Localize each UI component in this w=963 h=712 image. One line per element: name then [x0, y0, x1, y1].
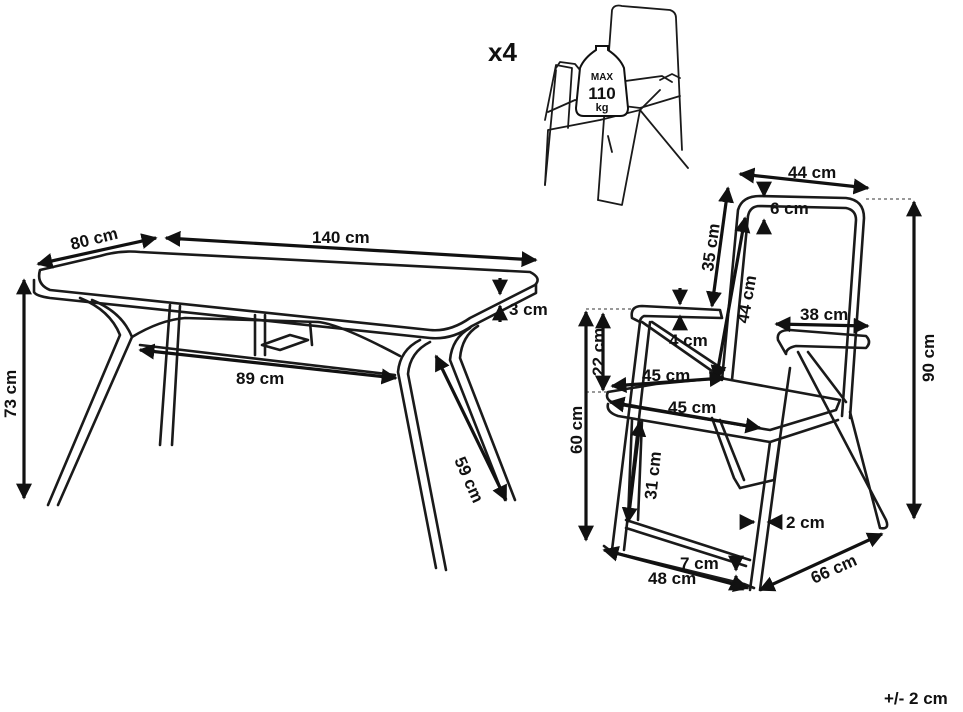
chair-back-height-arrow [710, 216, 751, 382]
table-leg-arrow [434, 354, 508, 502]
table-height-label: 73 cm [1, 370, 20, 418]
table-crossbar-arrow [138, 343, 398, 385]
chair-seat-depth-2-label: 45 cm [668, 398, 716, 417]
chair-leg-height-arrow [621, 420, 647, 524]
table-top-thickness-label: 3 cm [509, 300, 548, 319]
chair-armrest-label: 38 cm [800, 305, 848, 324]
chair-back-lower-label: 35 cm [698, 222, 724, 272]
table-leg-label: 59 cm [450, 454, 487, 506]
chair-base-width-arrow [602, 545, 750, 593]
chair-frame-tube-label: 6 cm [770, 199, 809, 218]
chair-tube-width-label: 2 cm [786, 513, 825, 532]
chair-seat-depth-2-arrow [608, 396, 762, 434]
table-length-label: 140 cm [312, 228, 370, 247]
chair-leg-height-label: 31 cm [641, 450, 665, 500]
chair-seat-depth-1-arrow [610, 371, 726, 393]
quantity-label: x4 [488, 37, 517, 67]
weight-badge-unit: kg [596, 102, 609, 114]
chair-seat-depth-1-label: 45 cm [642, 366, 690, 385]
chair-top-width-arrow [738, 167, 870, 195]
weight-badge-max: MAX [591, 72, 614, 83]
chair-arm-height-label: 22 cm [589, 328, 608, 376]
chair-total-height-label: 90 cm [919, 334, 938, 382]
tolerance-note: +/- 2 cm [884, 689, 948, 708]
table-length-arrow [164, 230, 538, 268]
chair-illustration [602, 194, 889, 592]
table-width-label: 80 cm [68, 224, 119, 254]
table-crossbar-label: 89 cm [236, 369, 284, 388]
chair-seat-height-label: 60 cm [567, 406, 586, 454]
weight-capacity-icon: MAX 110 kg [574, 45, 630, 117]
weight-badge-value: 110 [588, 84, 615, 103]
chair-top-width-label: 44 cm [788, 163, 836, 182]
chair-back-height-label: 44 cm [733, 274, 760, 325]
chair-base-width-label: 48 cm [648, 569, 696, 588]
chair-arm-thickness-label: 4 cm [669, 331, 708, 350]
chair-armrest-arrow [774, 316, 870, 334]
table-width-arrow [36, 233, 158, 269]
chair-base-depth-arrow [758, 532, 884, 592]
